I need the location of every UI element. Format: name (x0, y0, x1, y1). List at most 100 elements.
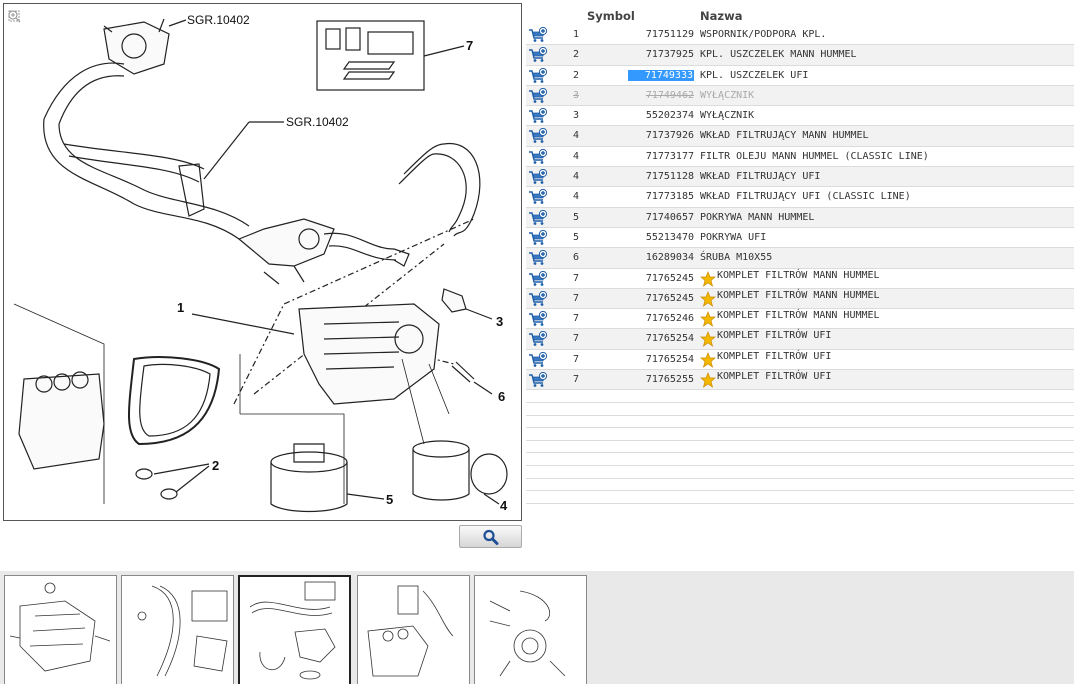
add-to-cart-icon[interactable] (528, 148, 548, 165)
star-icon (700, 351, 716, 368)
add-to-cart-icon[interactable] (528, 371, 548, 388)
part-symbol[interactable]: 71765245 (645, 272, 694, 284)
thumbnail-5[interactable] (474, 575, 587, 684)
part-symbol[interactable]: 71751129 (645, 29, 694, 40)
part-symbol[interactable]: 55213470 (645, 231, 694, 243)
part-name: KOMPLET FILTRÓW UFI (717, 350, 832, 362)
table-row[interactable]: 4 71773177 FILTR OLEJU MANN HUMMEL (CLASSI… (526, 147, 1074, 168)
table-row[interactable]: 7 71765255 KOMPLET FILTRÓW UFI (526, 370, 1074, 391)
add-to-cart-icon[interactable] (528, 250, 548, 266)
callout-1[interactable]: 1 (177, 300, 184, 315)
part-symbol[interactable]: 71773177 (645, 150, 694, 162)
position-number: 4 (573, 150, 580, 162)
add-to-cart-icon[interactable] (528, 209, 548, 226)
add-to-cart-icon[interactable] (528, 229, 548, 246)
part-symbol[interactable]: 71773185 (645, 191, 694, 203)
callout-sgr-top: SGR.10402 (187, 13, 250, 27)
callout-sgr-mid: SGR.10402 (286, 115, 349, 129)
part-symbol[interactable]: 55202374 (645, 110, 694, 122)
position-number: 3 (573, 110, 580, 122)
callout-4[interactable]: 4 (500, 498, 508, 513)
part-symbol[interactable]: 71765246 (645, 313, 694, 325)
zoom-button[interactable] (459, 525, 522, 548)
position-number: 7 (573, 374, 580, 386)
add-to-cart-icon[interactable] (528, 128, 548, 144)
thumbnail-2[interactable] (121, 575, 234, 684)
table-row[interactable]: 4 71737926 WKŁAD FILTRUJĄCY MANN HUMMEL (526, 126, 1074, 147)
add-to-cart-icon[interactable] (528, 87, 548, 104)
part-symbol[interactable]: 71737925 (645, 49, 694, 61)
star-icon (700, 311, 716, 328)
position-number: 7 (573, 313, 580, 325)
part-name: KOMPLET FILTRÓW MANN HUMMEL (717, 289, 880, 301)
part-name: FILTR OLEJU MANN HUMMEL (CLASSIC LINE) (700, 150, 929, 162)
add-to-cart-icon[interactable] (528, 168, 548, 185)
part-name: WSPORNIK/PODPORA KPL. (700, 29, 827, 40)
part-symbol[interactable]: 71749333 (628, 69, 694, 81)
part-name: WKŁAD FILTRUJĄCY MANN HUMMEL (700, 130, 869, 142)
add-to-cart-icon[interactable] (528, 189, 548, 205)
add-to-cart-icon[interactable] (528, 351, 548, 368)
position-number: 7 (573, 333, 580, 345)
part-symbol[interactable]: 71737926 (645, 130, 694, 142)
add-to-cart-icon[interactable] (528, 108, 548, 124)
position-number: 2 (573, 49, 580, 61)
header-name[interactable]: Nazwa (700, 9, 743, 23)
thumbnail-1[interactable] (4, 575, 117, 684)
part-name: POKRYWA UFI (700, 231, 767, 243)
thumbnail-3[interactable] (238, 575, 351, 684)
add-to-cart-icon[interactable] (528, 331, 548, 347)
part-symbol[interactable]: 71765254 (645, 333, 694, 345)
part-symbol[interactable]: 16289034 (645, 252, 694, 264)
add-to-cart-icon[interactable] (528, 270, 548, 287)
magnifier-icon (483, 529, 499, 545)
callout-3[interactable]: 3 (496, 314, 503, 329)
position-number: 4 (573, 130, 580, 142)
zoom-in-icon[interactable] (8, 10, 22, 44)
star-icon (700, 331, 716, 348)
table-row[interactable]: 2 71737925 KPL. USZCZELEK MANN HUMMEL (526, 45, 1074, 66)
part-symbol[interactable]: 71765245 (645, 292, 694, 304)
add-to-cart-icon[interactable] (528, 47, 548, 63)
callout-6[interactable]: 6 (498, 389, 505, 404)
table-header: Symbol Nazwa (526, 4, 1074, 25)
position-number: 2 (573, 69, 580, 81)
add-to-cart-icon[interactable] (528, 26, 548, 43)
add-to-cart-icon[interactable] (528, 67, 548, 84)
star-icon (700, 270, 716, 287)
part-symbol[interactable]: 71751128 (645, 171, 694, 183)
thumbnail-strip (0, 571, 1074, 684)
part-name: WYŁĄCZNIK (700, 110, 755, 122)
part-name: WKŁAD FILTRUJĄCY UFI (CLASSIC LINE) (700, 191, 911, 203)
header-symbol[interactable]: Symbol (587, 9, 635, 23)
parts-diagram[interactable]: SGR.10402 SGR.10402 7 1 3 6 2 5 4 (3, 3, 522, 521)
part-symbol[interactable]: 71740657 (645, 211, 694, 223)
callout-2[interactable]: 2 (212, 458, 219, 473)
zoom-out-icon[interactable] (8, 10, 22, 64)
part-name: KPL. USZCZELEK MANN HUMMEL (700, 49, 857, 61)
add-to-cart-icon[interactable] (528, 290, 548, 307)
part-symbol[interactable]: 71749462 (645, 89, 694, 101)
add-to-cart-icon[interactable] (528, 311, 548, 327)
callout-5[interactable]: 5 (386, 492, 393, 507)
thumbnail-4[interactable] (357, 575, 470, 684)
callout-7[interactable]: 7 (466, 38, 473, 53)
part-symbol[interactable]: 71765255 (645, 374, 694, 386)
part-name: KOMPLET FILTRÓW UFI (717, 371, 832, 383)
table-row[interactable]: 3 55202374 WYŁĄCZNIK (526, 106, 1074, 127)
part-symbol[interactable]: 71765254 (645, 353, 694, 365)
